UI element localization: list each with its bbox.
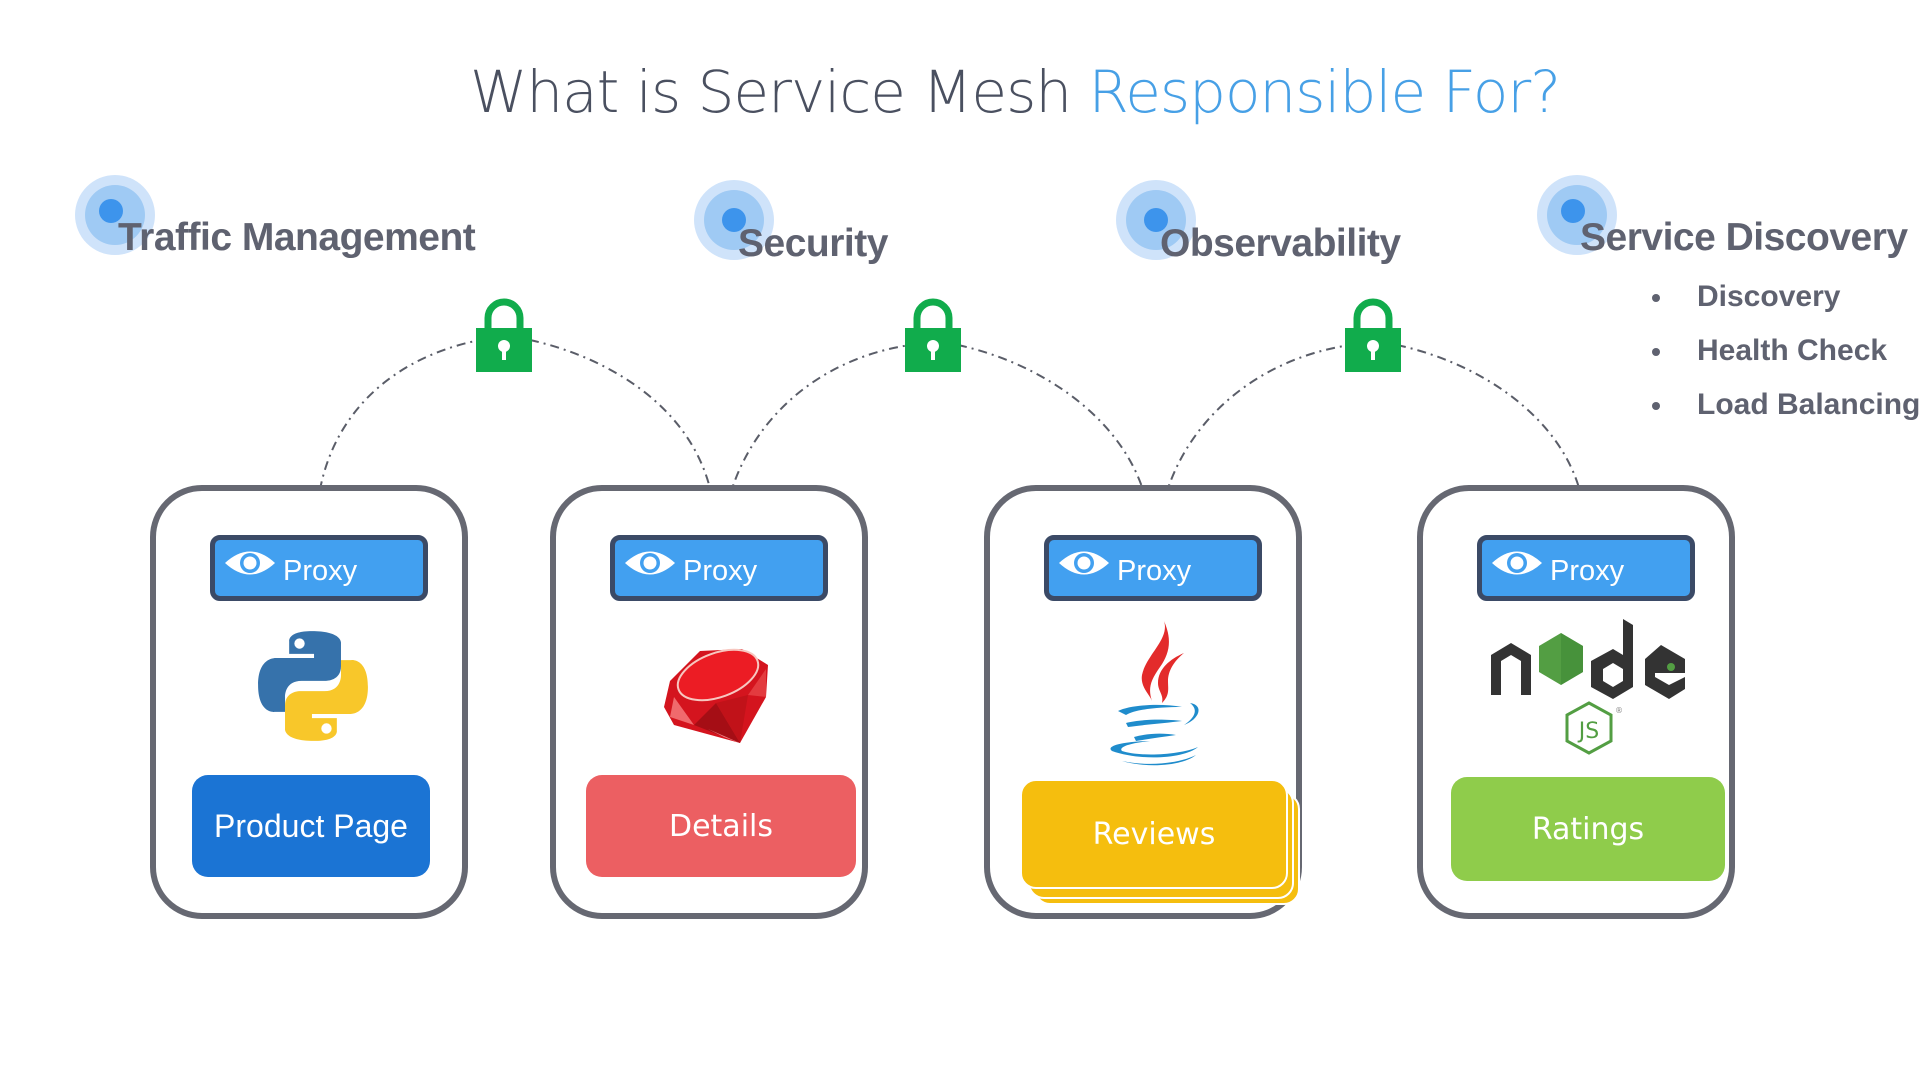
heading-observability: Observability	[1160, 222, 1401, 265]
pod-details: Proxy Details	[550, 485, 868, 919]
service-product-page[interactable]: Product Page	[192, 775, 430, 877]
service-reviews[interactable]: Reviews	[1020, 779, 1288, 889]
service-details[interactable]: Details	[586, 775, 856, 877]
bullet-health-check: Health Check	[1652, 334, 1920, 388]
target-icon	[75, 175, 155, 255]
target-icon	[1537, 175, 1617, 255]
target-icon	[1116, 180, 1196, 260]
service-label: Ratings	[1531, 811, 1645, 847]
pod-ratings: Proxy JS ® Ratings	[1417, 485, 1735, 919]
arc-lock2-to-reviews	[957, 344, 1159, 532]
java-logo-icon	[1110, 621, 1199, 766]
proxy-sidecar[interactable]: Proxy	[1044, 535, 1262, 601]
svg-text:JS: JS	[1577, 719, 1599, 744]
proxy-label: Proxy	[1117, 555, 1192, 587]
svg-text:®: ®	[1615, 706, 1623, 715]
eye-icon	[625, 551, 675, 575]
service-label: Product Page	[214, 807, 408, 844]
proxy-label: Proxy	[1550, 555, 1625, 587]
page-title: What is Service Mesh Responsible For?	[0, 58, 1920, 126]
ruby-logo-icon	[664, 648, 768, 743]
arc-productpage-to-lock1	[315, 339, 481, 533]
lock-icon	[476, 298, 532, 372]
proxy-sidecar[interactable]: Proxy	[610, 535, 828, 601]
bullet-load-balancing: Load Balancing	[1652, 388, 1920, 442]
eye-icon	[1059, 551, 1109, 575]
title-main: What is Service Mesh	[470, 58, 1089, 126]
pod-product-page: Proxy Product Page	[150, 485, 468, 919]
service-ratings[interactable]: Ratings	[1451, 777, 1725, 881]
proxy-sidecar[interactable]: Proxy	[1477, 535, 1695, 601]
heading-service-discovery: Service Discovery	[1580, 216, 1908, 259]
proxy-sidecar[interactable]: Proxy	[210, 535, 428, 601]
pod-reviews: Proxy Reviews	[984, 485, 1302, 919]
lock-icon	[1345, 298, 1401, 372]
title-accent: Responsible For?	[1088, 58, 1561, 126]
service-label: Reviews	[1092, 816, 1216, 852]
lock-icon	[905, 298, 961, 372]
nodejs-logo-icon: JS ®	[1491, 619, 1685, 755]
target-icon	[694, 180, 774, 260]
proxy-label: Proxy	[683, 555, 758, 587]
python-logo-icon	[258, 631, 368, 741]
proxy-label: Proxy	[283, 555, 358, 587]
bullet-discovery: Discovery	[1652, 280, 1920, 334]
heading-security: Security	[738, 222, 888, 265]
service-discovery-list: Discovery Health Check Load Balancing	[1652, 280, 1920, 442]
service-label: Details	[668, 808, 773, 844]
eye-icon	[1492, 551, 1542, 575]
eye-icon	[225, 551, 275, 575]
arc-lock1-to-details	[529, 339, 725, 532]
heading-traffic-management: Traffic Management	[118, 216, 476, 259]
